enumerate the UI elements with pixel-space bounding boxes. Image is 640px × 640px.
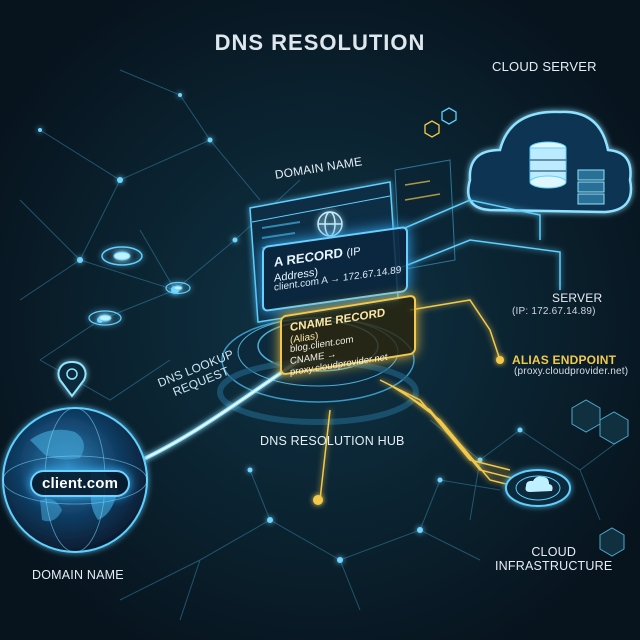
cloud-server-label: CLOUD SERVER <box>492 59 597 74</box>
gold-node <box>313 495 323 505</box>
cname-record-title: CNAME RECORD <box>290 307 386 335</box>
hexagon-icon <box>424 120 440 138</box>
server-ip-label: (IP: 172.67.14.89) <box>512 306 596 317</box>
alias-endpoint-label: ALIAS ENDPOINT <box>512 353 617 367</box>
network-nodes <box>38 93 523 563</box>
diagram-title: DNS RESOLUTION <box>214 30 426 55</box>
domain-name-bottom-label: DOMAIN NAME <box>32 568 124 582</box>
cloud-server-graphic <box>467 110 633 214</box>
database-icon <box>529 141 567 189</box>
node-ring-left-3 <box>165 281 191 295</box>
a-record-title: A RECORD <box>274 244 343 270</box>
hexagon-icon <box>599 411 629 445</box>
server-rack-icon <box>577 169 605 205</box>
cloud-icon <box>525 476 553 492</box>
client-domain-badge: client.com <box>30 470 131 498</box>
hexagon-icon <box>599 527 625 557</box>
server-label: SERVER <box>552 291 603 305</box>
dns-resolution-hub-label: DNS RESOLUTION HUB <box>260 434 405 448</box>
alias-node <box>496 356 504 364</box>
node-ring-left-1 <box>101 246 143 266</box>
hexagon-icons-bottom <box>571 399 629 557</box>
node-ring-left-2 <box>88 310 122 326</box>
location-pin-icon <box>57 360 87 398</box>
alias-host-label: (proxy.cloudprovider.net) <box>514 366 629 377</box>
server-connections <box>394 199 561 290</box>
cloud-infrastructure-label: CLOUD INFRASTRUCTURE <box>495 545 613 574</box>
hexagon-icons-top <box>424 107 457 138</box>
hexagon-icon <box>441 107 457 125</box>
cloud-infrastructure-emblem <box>505 469 571 507</box>
